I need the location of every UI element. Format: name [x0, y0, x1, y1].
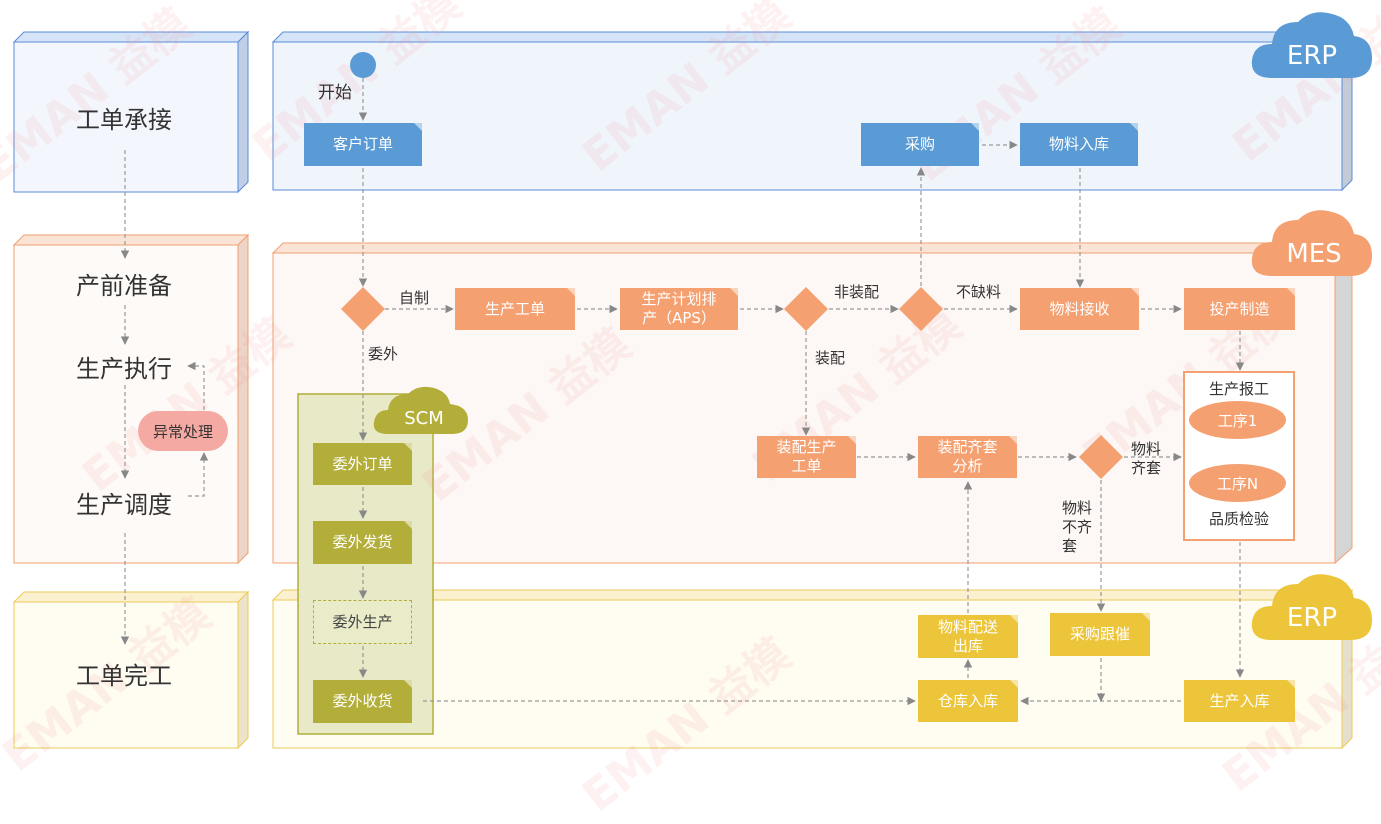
- decision-self-or-outsource: [341, 287, 385, 331]
- quality-check-label: 品质检验: [1208, 510, 1269, 528]
- aps-line2: 产（APS）: [642, 309, 716, 327]
- erp-bottom-cloud-icon: ERP: [1251, 574, 1372, 640]
- aps-node: 生产计划排 产（APS）: [620, 288, 738, 330]
- material-complete-line1: 物料: [1131, 440, 1162, 458]
- erp-bottom-label: ERP: [1287, 603, 1337, 633]
- decision-assembly: [784, 287, 828, 331]
- stage-panel-mes: [12, 233, 250, 565]
- assembly-order-node: 装配生产 工单: [757, 436, 856, 478]
- material-dispatch-line1: 物料配送: [937, 617, 998, 636]
- stage-prep: 产前准备: [76, 272, 172, 300]
- scm-cloud-icon: SCM: [373, 386, 468, 434]
- assembly-order-line2: 工单: [791, 457, 822, 475]
- material-in-node: 物料入库: [1020, 123, 1138, 166]
- outsource-label: 委外: [368, 345, 399, 363]
- assembly-label: 装配: [815, 349, 846, 367]
- outsource-order-node: 委外订单: [313, 443, 412, 485]
- processN-node: 工序N: [1189, 464, 1286, 502]
- decision-material-shortage: [899, 287, 943, 331]
- purchase-node: 采购: [861, 123, 979, 166]
- material-complete-label: 物料 齐套: [1131, 440, 1161, 478]
- mes-cloud-icon: MES: [1251, 210, 1372, 276]
- mes-label: MES: [1286, 239, 1341, 269]
- purchase-follow-node: 采购跟催: [1050, 613, 1150, 656]
- start-manufacturing-node: 投产制造: [1184, 288, 1295, 330]
- stage-accept: 工单承接: [76, 106, 172, 134]
- kit-analysis-line2: 分析: [952, 457, 983, 475]
- material-dispatch-line2: 出库: [952, 636, 983, 655]
- no-shortage-label: 不缺料: [956, 283, 1002, 301]
- material-incomplete-line3: 套: [1062, 537, 1078, 555]
- process1-node: 工序1: [1189, 401, 1286, 439]
- production-order-node: 生产工单: [455, 288, 575, 330]
- self-made-label: 自制: [399, 289, 430, 307]
- material-receive-node: 物料接收: [1020, 288, 1139, 330]
- outsource-produce-node: 委外生产: [313, 600, 412, 644]
- start-node: [350, 52, 376, 78]
- kit-analysis-node: 装配齐套 分析: [918, 436, 1017, 478]
- material-dispatch-node: 物料配送 出库: [918, 615, 1018, 658]
- connectors: [120, 52, 1245, 706]
- warehouse-in-node: 仓库入库: [918, 680, 1018, 722]
- stage-complete: 工单完工: [76, 662, 172, 690]
- exception-handling: 异常处理: [138, 411, 228, 451]
- stage-panel-accept: [12, 30, 250, 194]
- lane-panel-erp-top: [271, 30, 1354, 192]
- lane-panel-erp-bottom: [271, 588, 1354, 750]
- material-incomplete-label: 物料 不齐 套: [1062, 499, 1092, 556]
- outsource-ship-node: 委外发货: [313, 521, 412, 564]
- outsource-receive-node: 委外收货: [313, 680, 412, 723]
- material-incomplete-line2: 不齐: [1062, 518, 1093, 536]
- stage-schedule: 生产调度: [76, 491, 172, 519]
- aps-line1: 生产计划排: [641, 290, 717, 308]
- customer-order-node: 客户订单: [304, 123, 422, 166]
- production-report-label: 生产报工: [1208, 380, 1269, 398]
- stage-panel-complete: [12, 590, 250, 750]
- decision-kit-complete: [1079, 435, 1123, 479]
- assembly-order-line1: 装配生产: [776, 438, 837, 456]
- material-incomplete-line1: 物料: [1062, 499, 1093, 517]
- kit-analysis-line1: 装配齐套: [937, 438, 998, 456]
- stage-exec: 生产执行: [76, 355, 172, 383]
- material-complete-line2: 齐套: [1131, 459, 1162, 477]
- scm-label: SCM: [404, 408, 444, 429]
- production-in-node: 生产入库: [1184, 680, 1295, 722]
- production-report-box: [1183, 371, 1295, 541]
- erp-top-cloud-icon: ERP: [1251, 12, 1372, 79]
- start-label: 开始: [318, 83, 352, 103]
- erp-top-label: ERP: [1287, 41, 1337, 71]
- non-assembly-label: 非装配: [834, 283, 880, 301]
